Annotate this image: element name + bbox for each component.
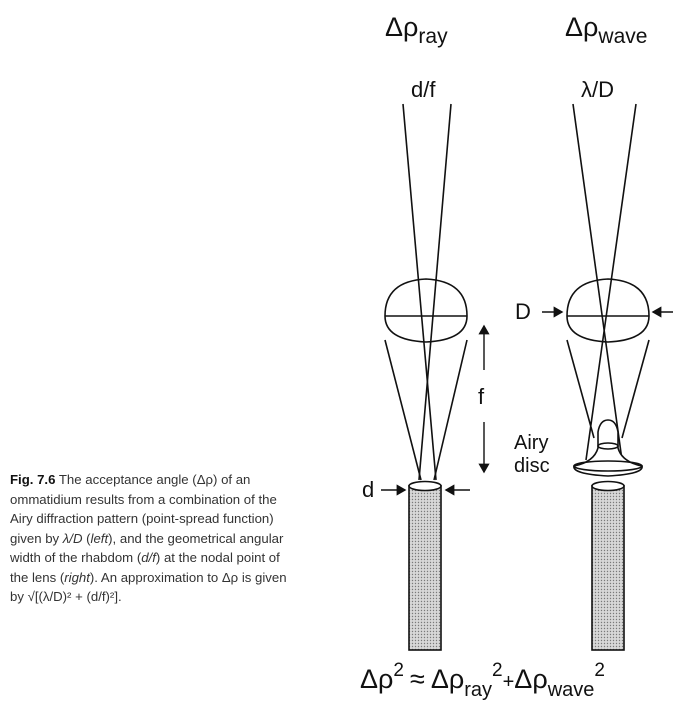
label-d-over-f: d/f [411, 77, 436, 102]
wave-cone-left-edge [566, 339, 595, 439]
label-f: f [478, 384, 485, 409]
label-airy: Airy [514, 432, 548, 454]
caption-right: right [64, 569, 90, 585]
wave-ray-left-upper [572, 103, 623, 461]
label-lambda-over-d: λ/D [581, 77, 614, 102]
equation: Δρ2≈Δρray2+Δρwave2 [360, 660, 605, 701]
wave-diagram [566, 103, 650, 461]
caption-text-5: ). An approximation to Δρ is given by √[… [10, 569, 287, 605]
lens-left [384, 278, 468, 343]
wave-ray-right-upper [585, 103, 637, 461]
label-d: d [362, 477, 374, 502]
caption-text-2: ( [82, 530, 91, 546]
cone-left-edge [384, 339, 422, 481]
rhabdom-left [408, 485, 442, 651]
label-disc: disc [514, 455, 550, 477]
caption-text-3: ), and the geometrical angular width of … [10, 530, 284, 566]
heading-delta-rho-wave: Δρwave [565, 12, 647, 48]
heading-delta-rho-ray: Δρray [385, 12, 448, 48]
caption-left: left [90, 530, 109, 546]
caption-d-f: d/f [141, 550, 156, 565]
ray-diagram [384, 103, 468, 481]
rhabdom-left-top [408, 480, 442, 492]
wave-cone-right-edge [621, 339, 650, 439]
rhabdom-right-top [591, 480, 625, 492]
figure-number: Fig. 7.6 [10, 472, 56, 487]
rhabdom-right [591, 485, 625, 651]
lens-right [566, 278, 650, 343]
caption-lambda-d: λ/D [62, 530, 83, 546]
figure-caption: Fig. 7.6 The acceptance angle (Δρ) of an… [10, 470, 300, 607]
label-D: D [515, 299, 531, 324]
ray-right-upper [418, 103, 452, 481]
cone-right-edge [433, 339, 468, 481]
caption-text-1: The acceptance angle (Δρ) of an ommatidi… [10, 472, 277, 546]
airy-disc-shape [573, 419, 643, 477]
ray-left-upper [402, 103, 437, 481]
caption-text-4: ) at the nodal point of the lens ( [10, 550, 280, 585]
